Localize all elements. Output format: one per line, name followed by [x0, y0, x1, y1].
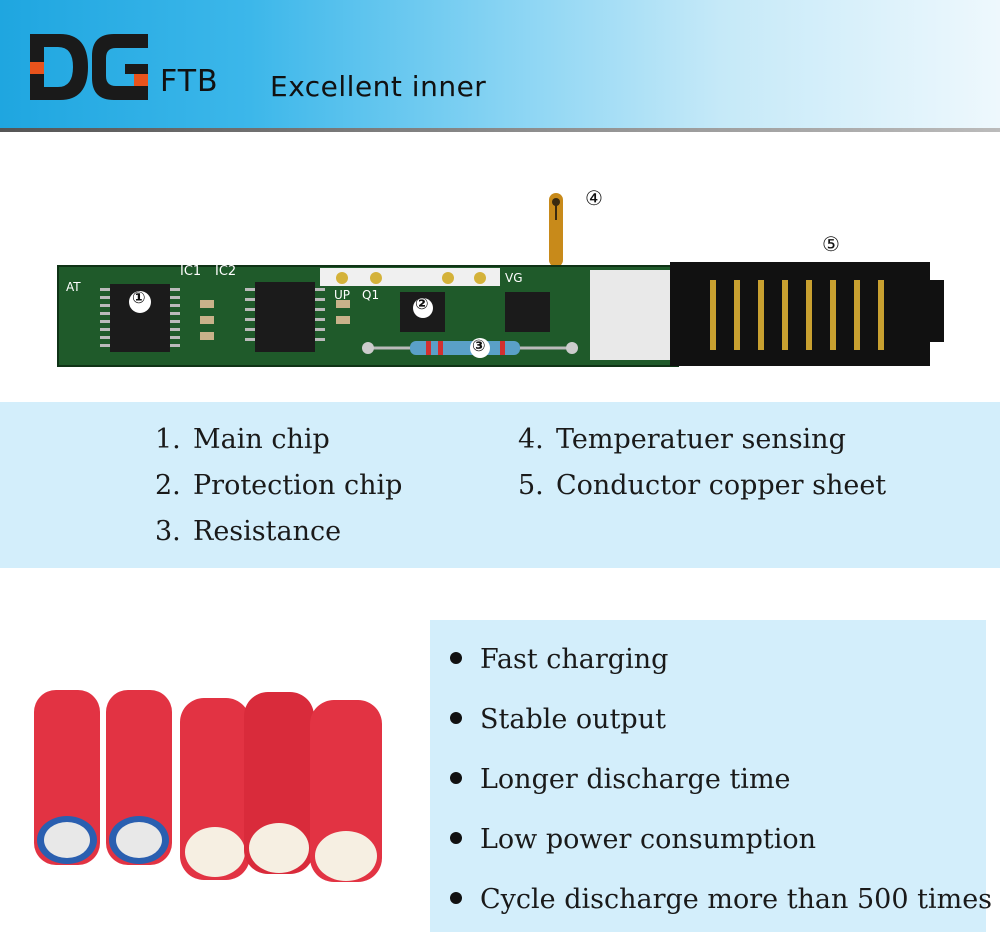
bullet-icon	[450, 711, 462, 724]
callout-2: ②	[415, 294, 429, 313]
board-label-at: AT	[66, 280, 81, 294]
board-label-vg: VG	[505, 271, 523, 285]
feature-item: Fast charging	[450, 644, 668, 675]
bullet-icon	[450, 771, 462, 784]
callout-3: ③	[472, 336, 486, 355]
battery-cells-image	[20, 680, 420, 900]
legend-item: 4.Temperatuer sensing	[518, 424, 846, 455]
tagline: Excellent inner	[270, 70, 487, 103]
header-divider	[0, 128, 1000, 132]
pcb-diagram: ① ② ③ ④ ⑤ IC1 IC2 Q1 UP VG AT	[50, 180, 950, 380]
bullet-icon	[450, 831, 462, 844]
legend-panel: 1.Main chip 2.Protection chip 3.Resistan…	[0, 402, 1000, 568]
brand-suffix: FTB	[160, 64, 219, 99]
callout-5: ⑤	[822, 232, 840, 256]
feature-item: Longer discharge time	[450, 764, 791, 795]
brand-logo	[30, 34, 155, 100]
board-label-ic2: IC2	[215, 264, 237, 279]
legend-item: 2.Protection chip	[155, 470, 403, 501]
feature-item: Cycle discharge more than 500 times	[450, 884, 992, 915]
bullet-icon	[450, 891, 462, 904]
header-banner	[0, 0, 1000, 130]
legend-item: 5.Conductor copper sheet	[518, 470, 887, 501]
feature-item: Low power consumption	[450, 824, 816, 855]
feature-item: Stable output	[450, 704, 666, 735]
board-label-ic1: IC1	[180, 264, 202, 279]
board-label-up: UP	[334, 288, 351, 302]
board-label-q1: Q1	[362, 288, 380, 302]
callout-4: ④	[585, 186, 603, 210]
bullet-icon	[450, 651, 462, 664]
feature-panel: Fast charging Stable output Longer disch…	[430, 620, 992, 932]
legend-item: 1.Main chip	[155, 424, 330, 455]
legend-item: 3.Resistance	[155, 516, 342, 547]
callout-1: ①	[132, 288, 146, 307]
